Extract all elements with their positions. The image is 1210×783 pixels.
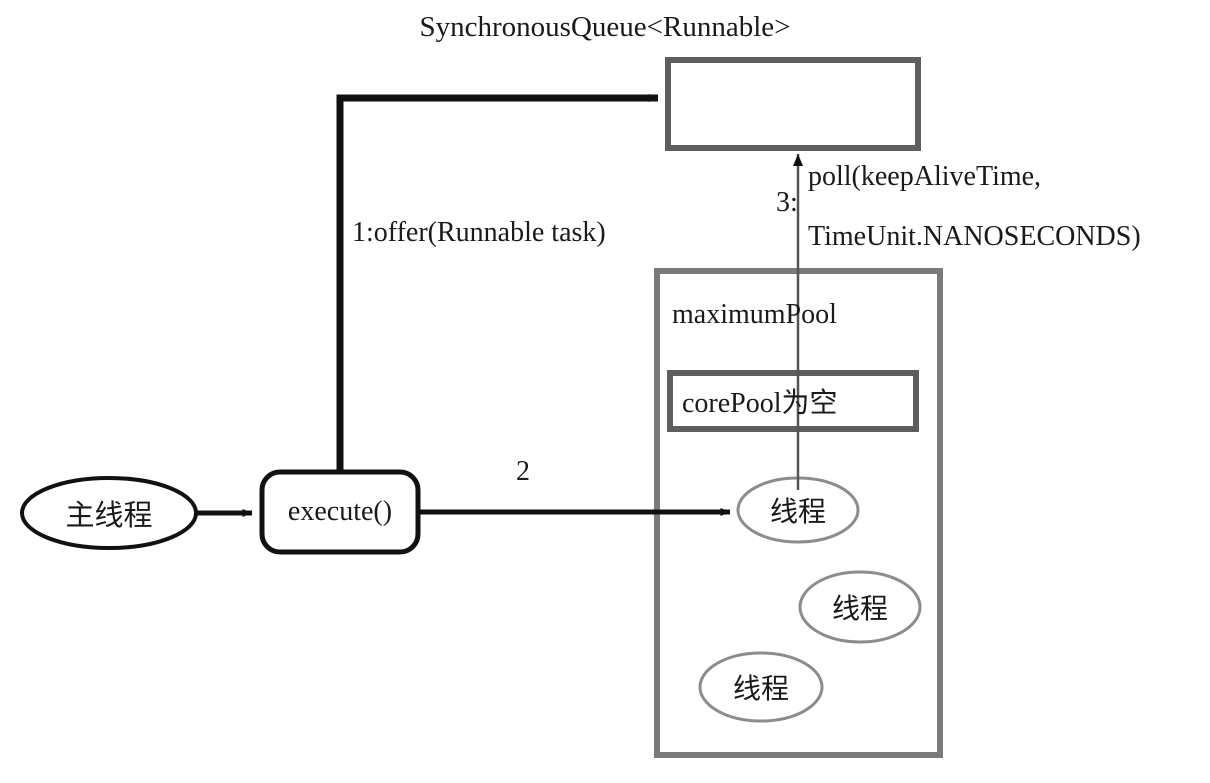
- edge-label-step2: 2: [516, 456, 530, 487]
- synchronous-queue-box: [665, 57, 921, 151]
- thread-label-1: 线程: [769, 497, 826, 528]
- thread-label-2: 线程: [831, 594, 888, 625]
- thread-ellipse-2: [798, 570, 922, 644]
- core-pool-box: [667, 370, 919, 432]
- edge-execute-to-queue: [336, 94, 659, 472]
- diagram-title: SynchronousQueue<Runnable>: [419, 11, 791, 43]
- thread-label-3: 线程: [732, 674, 789, 705]
- core-pool-label: corePool为空: [682, 388, 838, 419]
- thread-ellipse-3: [698, 651, 824, 723]
- edge-label-poll-step: 3:: [776, 187, 798, 218]
- edge-label-poll-line1: poll(keepAliveTime,: [808, 161, 1042, 192]
- edge-label-offer: 1:offer(Runnable task): [352, 217, 606, 248]
- edge-label-poll-line2: TimeUnit.NANOSECONDS): [808, 221, 1141, 252]
- main-thread-label: 主线程: [65, 500, 153, 532]
- execute-label: execute(): [287, 496, 393, 527]
- maximum-pool-label: maximumPool: [672, 299, 837, 330]
